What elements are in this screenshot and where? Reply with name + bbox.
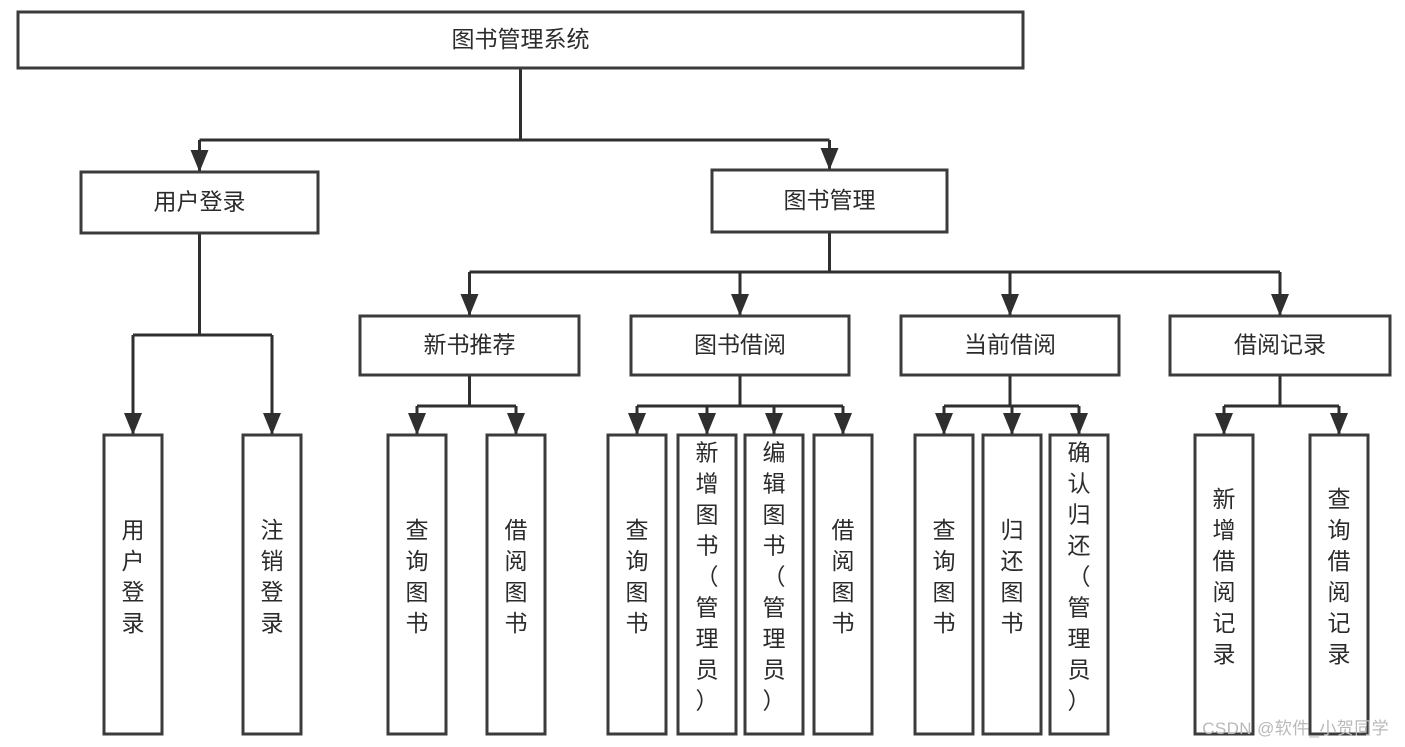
node-box-leaf-query-book-1[interactable] xyxy=(386,433,448,736)
node-label-leaf-query-book-2: 查询图书 xyxy=(626,517,649,636)
edge-arrow-head xyxy=(190,150,209,172)
edge-arrow-head xyxy=(124,413,142,435)
node-box-leaf-return-book[interactable] xyxy=(981,433,1043,736)
node-current-borrow[interactable]: 当前借阅 xyxy=(899,314,1121,377)
edge-arrow-head xyxy=(1001,294,1019,316)
edge-arrow-head xyxy=(1330,413,1348,435)
node-leaf-query-book-1[interactable]: 查询图书 xyxy=(386,433,448,736)
node-box-leaf-query-book-2[interactable] xyxy=(606,433,668,736)
node-label-leaf-borrow-book-1: 借阅图书 xyxy=(505,517,528,636)
node-box-leaf-user-login[interactable] xyxy=(102,433,164,736)
node-leaf-edit-book[interactable]: 编辑图书（管理员） xyxy=(743,433,805,736)
edge-arrow-head xyxy=(1003,413,1021,435)
node-label-leaf-user-logout: 注销登录 xyxy=(261,517,284,636)
node-leaf-borrow-book-2[interactable]: 借阅图书 xyxy=(812,433,874,736)
node-box-leaf-add-book[interactable] xyxy=(676,433,738,736)
edge-arrow-head xyxy=(820,148,839,170)
node-label-leaf-add-record: 新增借阅记录 xyxy=(1213,486,1236,667)
node-box-leaf-query-record[interactable] xyxy=(1308,433,1370,736)
node-label-leaf-add-book: 新增图书（管理员） xyxy=(696,440,719,714)
node-root[interactable]: 图书管理系统 xyxy=(16,10,1025,70)
node-label-current-borrow: 当前借阅 xyxy=(964,332,1056,358)
node-label-book-borrow: 图书借阅 xyxy=(694,332,786,358)
node-book-manage[interactable]: 图书管理 xyxy=(710,168,949,234)
node-box-leaf-query-book-3[interactable] xyxy=(913,433,975,736)
node-label-leaf-confirm-return: 确认归还（管理员） xyxy=(1068,440,1091,714)
node-label-leaf-return-book: 归还图书 xyxy=(1001,517,1024,636)
node-leaf-add-record[interactable]: 新增借阅记录 xyxy=(1193,433,1255,736)
node-borrow-record[interactable]: 借阅记录 xyxy=(1168,314,1392,377)
edge-arrow-head xyxy=(460,294,479,316)
node-box-leaf-add-record[interactable] xyxy=(1193,433,1255,736)
edge-arrow-head xyxy=(935,413,953,435)
edge-arrow-head xyxy=(408,413,426,435)
node-label-borrow-record: 借阅记录 xyxy=(1234,332,1326,358)
node-box-borrow-record[interactable] xyxy=(1168,314,1392,377)
node-box-root[interactable] xyxy=(16,10,1025,70)
node-box-leaf-edit-book[interactable] xyxy=(743,433,805,736)
node-leaf-query-book-2[interactable]: 查询图书 xyxy=(606,433,668,736)
node-box-leaf-borrow-book-2[interactable] xyxy=(812,433,874,736)
node-box-leaf-user-logout[interactable] xyxy=(241,433,303,736)
node-leaf-query-book-3[interactable]: 查询图书 xyxy=(913,433,975,736)
node-box-current-borrow[interactable] xyxy=(899,314,1121,377)
edge-arrow-head xyxy=(628,413,646,435)
node-label-leaf-query-book-1: 查询图书 xyxy=(406,517,429,636)
node-book-borrow[interactable]: 图书借阅 xyxy=(629,314,851,377)
edge-arrow-head xyxy=(834,413,852,435)
node-box-user-login[interactable] xyxy=(79,170,320,235)
node-box-book-manage[interactable] xyxy=(710,168,949,234)
node-leaf-query-record[interactable]: 查询借阅记录 xyxy=(1308,433,1370,736)
node-box-new-book-rec[interactable] xyxy=(358,314,581,377)
node-label-user-login: 用户登录 xyxy=(154,189,246,215)
node-box-leaf-borrow-book-1[interactable] xyxy=(485,433,547,736)
node-leaf-borrow-book-1[interactable]: 借阅图书 xyxy=(485,433,547,736)
node-label-leaf-user-login: 用户登录 xyxy=(122,517,145,636)
edge-arrow-head xyxy=(698,413,716,435)
node-label-new-book-rec: 新书推荐 xyxy=(424,332,516,358)
node-box-book-borrow[interactable] xyxy=(629,314,851,377)
edge-arrow-head xyxy=(1271,294,1289,316)
node-label-leaf-query-record: 查询借阅记录 xyxy=(1328,486,1351,667)
watermark-text: CSDN @软件_小贺同学 xyxy=(1202,719,1389,738)
node-label-root: 图书管理系统 xyxy=(452,26,590,52)
node-leaf-confirm-return[interactable]: 确认归还（管理员） xyxy=(1048,433,1110,736)
node-leaf-user-logout[interactable]: 注销登录 xyxy=(241,433,303,736)
node-label-leaf-edit-book: 编辑图书（管理员） xyxy=(763,440,786,714)
node-leaf-user-login[interactable]: 用户登录 xyxy=(102,433,164,736)
edge-arrow-head xyxy=(731,294,749,316)
edge-arrow-head xyxy=(1215,413,1233,435)
node-leaf-return-book[interactable]: 归还图书 xyxy=(981,433,1043,736)
edge-arrow-head xyxy=(1070,413,1088,435)
edge-arrow-head xyxy=(263,413,281,435)
node-leaf-add-book[interactable]: 新增图书（管理员） xyxy=(676,433,738,736)
node-label-leaf-query-book-3: 查询图书 xyxy=(933,517,956,636)
edge-arrow-head xyxy=(507,413,525,435)
node-new-book-rec[interactable]: 新书推荐 xyxy=(358,314,581,377)
node-label-book-manage: 图书管理 xyxy=(784,187,876,213)
edge-arrow-head xyxy=(765,413,783,435)
node-user-login[interactable]: 用户登录 xyxy=(79,170,320,235)
node-label-leaf-borrow-book-2: 借阅图书 xyxy=(832,517,855,636)
node-box-leaf-confirm-return[interactable] xyxy=(1048,433,1110,736)
